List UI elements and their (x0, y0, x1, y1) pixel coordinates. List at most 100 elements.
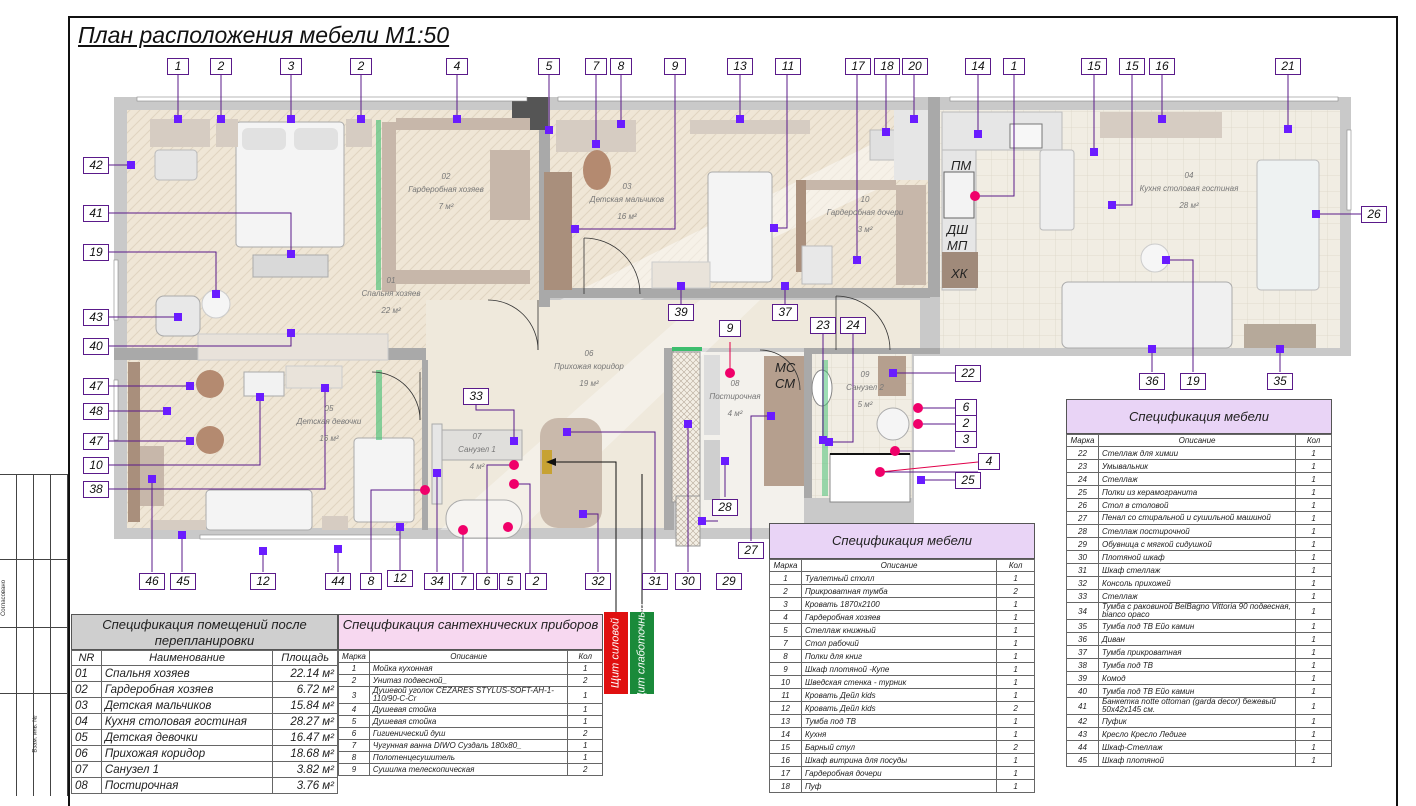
table-cell: Унитаз подвесной_ (368, 674, 569, 687)
table-cell: 1 (1295, 697, 1332, 715)
marker: 35 (1267, 373, 1293, 390)
marker: 42 (83, 157, 109, 174)
marker: 34 (424, 573, 450, 590)
table-cell: 2 (996, 701, 1035, 715)
marker: 8 (610, 58, 632, 75)
marker: 46 (139, 573, 165, 590)
marker: 9 (719, 320, 741, 337)
marker: 47 (83, 378, 109, 395)
table-cell: Консоль прихожей (1097, 576, 1297, 590)
marker: 38 (83, 481, 109, 498)
marker: 48 (83, 403, 109, 420)
table-cell: 1 (1295, 459, 1332, 473)
marker: 4 (446, 58, 468, 75)
marker: 18 (874, 58, 900, 75)
table-cell: 1 (1295, 753, 1332, 767)
table-cell: Сушилка телескопическая (368, 763, 569, 776)
table-cell: 44 (1066, 740, 1099, 754)
table-cell: 1 (1295, 714, 1332, 728)
table-cell: 22 (1066, 446, 1099, 460)
table-header-row: NR Наименование Площадь (71, 650, 338, 666)
table-cell: 1 (996, 662, 1035, 676)
code-pm: ПМ (951, 158, 972, 173)
table-cell: 3 (769, 597, 802, 611)
table-cell: 45 (1066, 753, 1099, 767)
table-cell: 23 (1066, 459, 1099, 473)
table-cell: 39 (1066, 671, 1099, 685)
marker: 1 (1003, 58, 1025, 75)
marker: 11 (775, 58, 801, 75)
marker: 2 (955, 415, 977, 432)
table-cell: Стеллаж книжный (800, 623, 998, 637)
table-cell: Мойка кухонная (368, 662, 569, 675)
table-cell: Стол в столовой (1097, 498, 1297, 512)
marker: 6 (476, 573, 498, 590)
table-cell: 38 (1066, 658, 1099, 672)
table-cell: Пуф (800, 779, 998, 793)
table-cell: Стеллаж (1097, 472, 1297, 486)
table-cell: 6 (338, 727, 370, 740)
table-cell: Барный стул (800, 740, 998, 754)
marker: 3 (280, 58, 302, 75)
table-cell: Кровать 1870х2100 (800, 597, 998, 611)
table-cell: 1 (1295, 576, 1332, 590)
table-cell: 43 (1066, 727, 1099, 741)
table-cell: 4 (338, 703, 370, 716)
table-cell: 33 (1066, 589, 1099, 603)
table-cell: Комод (1097, 671, 1297, 685)
table-cell: Шкаф стеллаж (1097, 563, 1297, 577)
table-cell: 2 (567, 727, 603, 740)
table-cell: 13 (769, 714, 802, 728)
marker: 17 (845, 58, 871, 75)
table-cell: 8 (769, 649, 802, 663)
table-cell: Банкетка notte ottoman (garda decor) беж… (1097, 697, 1297, 715)
code-sm: СМ (775, 376, 796, 391)
table-cell: Шкаф плотяной -Купе (800, 662, 998, 676)
table-cell: 1 (1295, 446, 1332, 460)
marker: 25 (955, 472, 981, 489)
table-cell: 1 (996, 649, 1035, 663)
marker: 14 (965, 58, 991, 75)
table-cell: Стеллаж (1097, 589, 1297, 603)
table-cell: 34 (1066, 602, 1099, 620)
table-cell: Тумба под ТВ Ейо камин (1097, 684, 1297, 698)
table-cell: 1 (996, 779, 1035, 793)
table-cell: 1 (1295, 658, 1332, 672)
table-cell: 1 (1295, 485, 1332, 499)
table-cell: 1 (1295, 632, 1332, 646)
marker: 24 (840, 317, 866, 334)
table-cell: 1 (1295, 563, 1332, 577)
marker: 41 (83, 205, 109, 222)
table-cell: 1 (996, 610, 1035, 624)
marker: 9 (664, 58, 686, 75)
table-cell: Шкаф плотяной (1097, 753, 1297, 767)
table-cell: 11 (769, 688, 802, 702)
table-cell: 1 (338, 662, 370, 675)
marker: 23 (810, 317, 836, 334)
marker: 44 (325, 573, 351, 590)
marker: 39 (668, 304, 694, 321)
table-cell: Шкаф-Стеллаж (1097, 740, 1297, 754)
table-cell: Кухня столовая гостиная (100, 713, 274, 730)
marker: 8 (360, 573, 382, 590)
